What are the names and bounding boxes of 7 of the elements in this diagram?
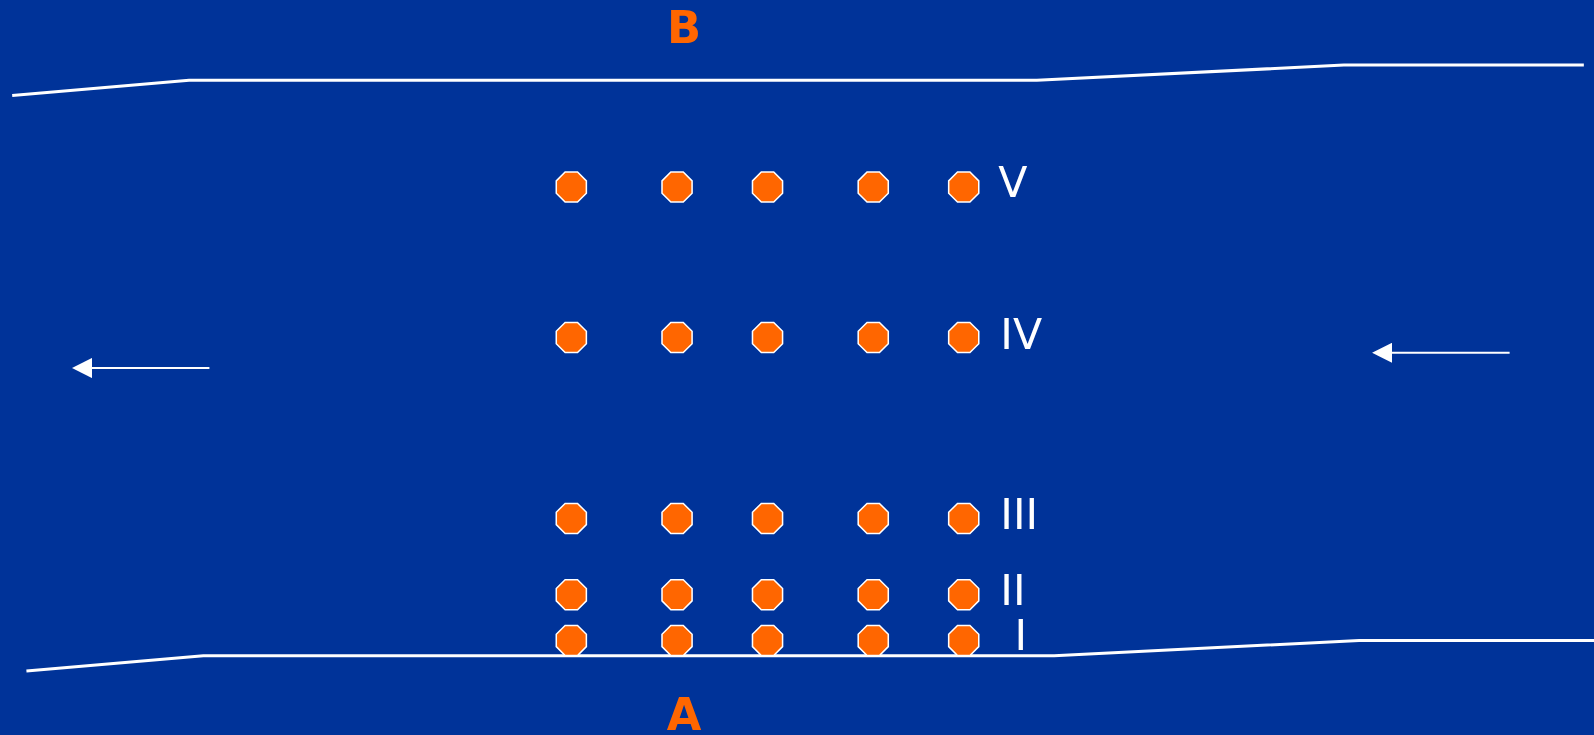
section-label: II: [1000, 569, 1026, 612]
point-label: A: [666, 693, 702, 735]
section-label: V: [998, 160, 1028, 204]
section-label: IV: [1000, 313, 1043, 356]
point-label: B: [667, 6, 702, 51]
section-label: I: [1014, 614, 1028, 657]
section-label: III: [1000, 493, 1039, 536]
